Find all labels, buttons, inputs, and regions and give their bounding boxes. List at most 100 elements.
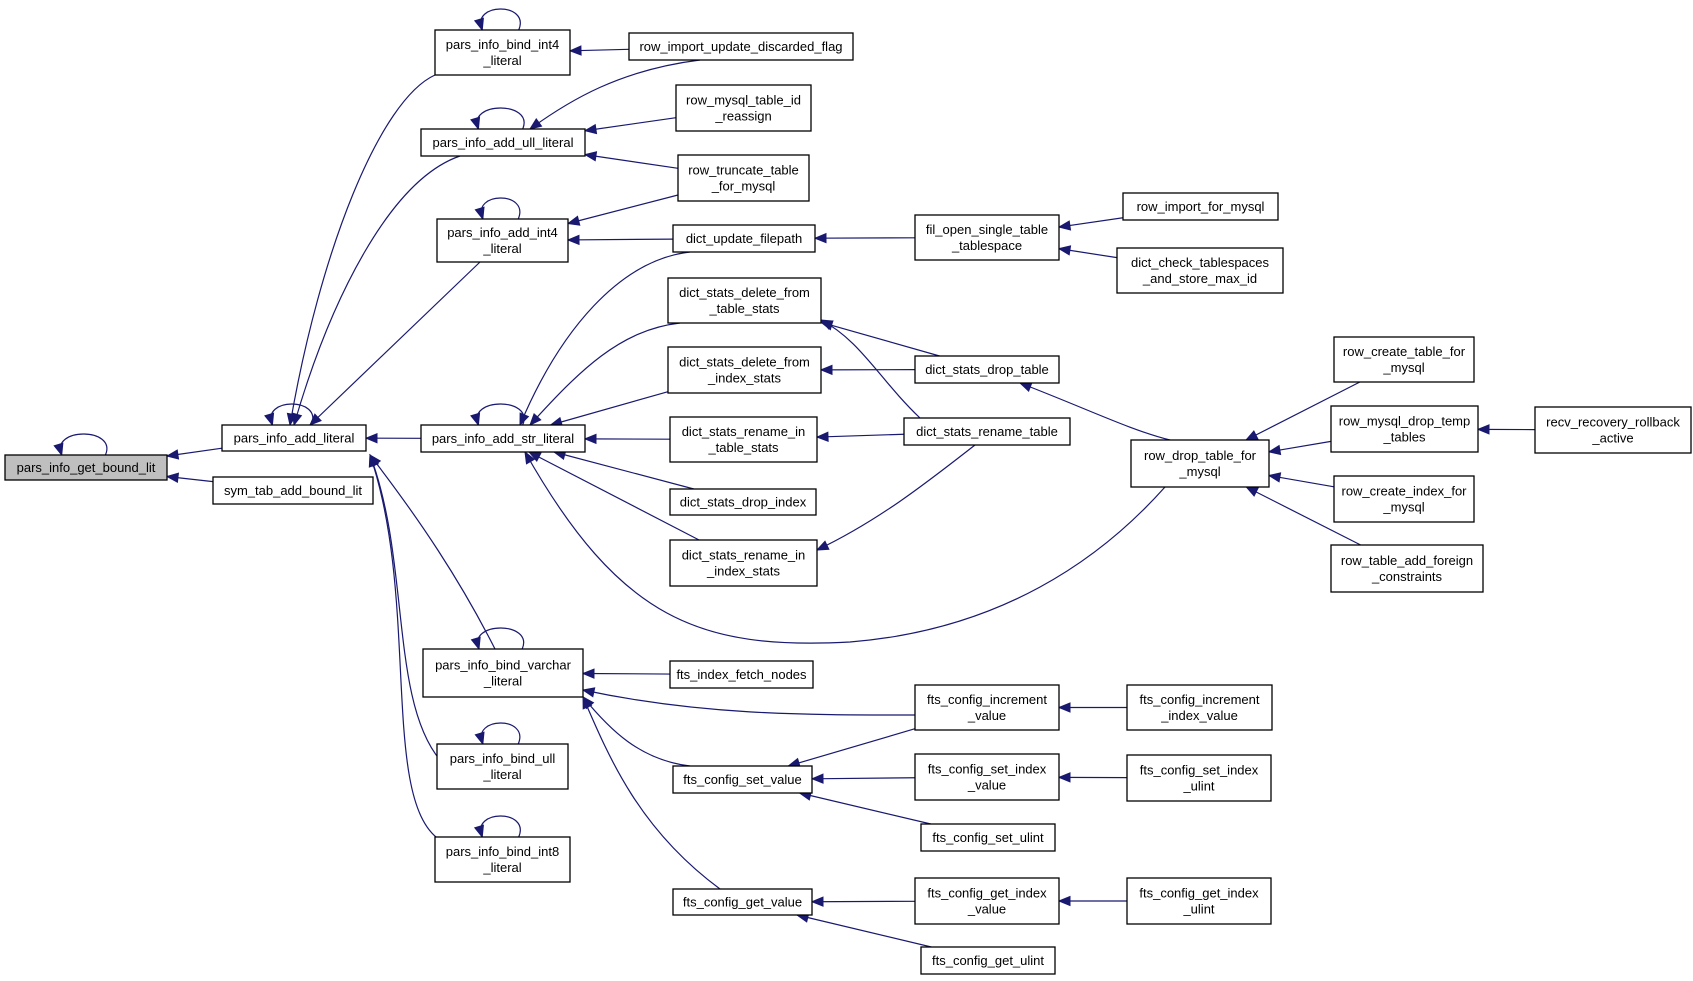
edge-n4-to-n11 [583, 117, 677, 135]
node-row-create-table-for-mysql[interactable]: row_create_table_for_mysql [1333, 336, 1475, 383]
edge-n6-to-n15 [549, 391, 669, 427]
node-label: _value [967, 708, 1006, 723]
node-sym-tab-add-bound-lit[interactable]: sym_tab_add_bound_lit [212, 476, 374, 505]
node-label: row_truncate_table [688, 163, 799, 178]
node-fts-config-get-index-value[interactable]: fts_config_get_index_value [914, 877, 1060, 925]
edge-n20-to-n27 [798, 790, 931, 825]
node-fts-config-get-ulint[interactable]: fts_config_get_ulint [920, 946, 1056, 975]
node-label: _reassign [714, 109, 771, 124]
edge-n8-to-n8 [474, 722, 521, 746]
node-pars-info-add-ull-literal[interactable]: pars_info_add_ull_literal [420, 128, 586, 157]
node-label: dict_stats_rename_table [916, 424, 1058, 439]
edge-n6-to-n13 [519, 251, 691, 427]
node-label: _and_store_max_id [1142, 271, 1257, 286]
node-label: _literal [483, 674, 522, 689]
node-fil-open-single-table-tablespace[interactable]: fil_open_single_table_tablespace [914, 214, 1060, 261]
edge-n6-to-n6 [470, 403, 525, 427]
edge-n1-to-n6 [364, 432, 422, 444]
node-label: _tablespace [951, 238, 1022, 253]
node-label: sym_tab_add_bound_lit [224, 483, 362, 498]
node-label: row_import_update_discarded_flag [639, 39, 842, 54]
node-fts-config-increment-index-value[interactable]: fts_config_increment_index_value [1126, 684, 1273, 731]
node-label: dict_check_tablespaces [1131, 255, 1270, 270]
edge-n9-to-n9 [473, 815, 521, 839]
edge-n13-to-n22 [813, 232, 916, 244]
node-label: _mysql [1382, 500, 1424, 515]
node-label: _ulint [1182, 902, 1214, 917]
node-label: pars_info_bind_int4 [446, 37, 559, 52]
edge-n1-to-n8 [369, 453, 441, 761]
node-label: _literal [482, 53, 521, 68]
node-fts-index-fetch-nodes[interactable]: fts_index_fetch_nodes [669, 660, 814, 689]
edge-n3-to-n10 [568, 45, 630, 56]
node-row-mysql-table-id-reassign[interactable]: row_mysql_table_id_reassign [675, 84, 812, 132]
node-fts-config-increment-value[interactable]: fts_config_increment_value [914, 684, 1060, 731]
node-fts-config-get-value[interactable]: fts_config_get_value [672, 888, 813, 916]
node-pars-info-add-int4-literal[interactable]: pars_info_add_int4_literal [436, 218, 569, 263]
edge-n7-to-n19 [581, 668, 671, 679]
node-pars-info-add-str-literal[interactable]: pars_info_add_str_literal [420, 424, 586, 453]
node-label: row_create_index_for [1341, 484, 1467, 499]
edge-n1-to-n7 [369, 453, 496, 650]
node-label: fil_open_single_table [926, 222, 1048, 237]
node-label: _mysql [1178, 464, 1220, 479]
node-pars-info-get-bound-lit[interactable]: pars_info_get_bound_lit [4, 454, 168, 481]
node-dict-stats-rename-in-index-stats[interactable]: dict_stats_rename_in_index_stats [669, 539, 818, 587]
node-dict-stats-rename-in-table-stats[interactable]: dict_stats_rename_in_table_stats [669, 416, 818, 463]
node-label: fts_index_fetch_nodes [676, 667, 807, 682]
node-label: _tables [1383, 430, 1426, 445]
node-dict-update-filepath[interactable]: dict_update_filepath [672, 224, 816, 253]
node-recv-recovery-rollback-active[interactable]: recv_recovery_rollback_active [1534, 406, 1692, 454]
node-label: pars_info_bind_ull [450, 751, 556, 766]
edge-n15-to-n23 [819, 364, 916, 376]
node-label: pars_info_add_str_literal [432, 431, 574, 446]
edge-n7-to-n21 [582, 695, 721, 890]
node-label: row_mysql_table_id [686, 93, 801, 108]
node-row-mysql-drop-temp-tables[interactable]: row_mysql_drop_temp_tables [1330, 405, 1479, 453]
node-row-table-add-foreign-constraints[interactable]: row_table_add_foreign_constraints [1330, 544, 1484, 593]
node-label: pars_info_bind_int8 [446, 844, 559, 859]
node-dict-stats-delete-from-table-stats[interactable]: dict_stats_delete_from_table_stats [667, 277, 822, 324]
node-dict-stats-rename-table[interactable]: dict_stats_rename_table [903, 417, 1071, 446]
edge-n7-to-n20 [582, 695, 691, 767]
node-dict-stats-drop-index[interactable]: dict_stats_drop_index [669, 488, 817, 516]
node-fts-config-get-index-ulint[interactable]: fts_config_get_index_ulint [1126, 877, 1272, 925]
node-label: _value [967, 902, 1006, 917]
node-fts-config-set-index-value[interactable]: fts_config_set_index_value [914, 753, 1060, 801]
node-row-truncate-table-for-mysql[interactable]: row_truncate_table_for_mysql [677, 154, 810, 202]
node-pars-info-bind-ull-literal[interactable]: pars_info_bind_ull_literal [436, 743, 569, 790]
node-fts-config-set-index-ulint[interactable]: fts_config_set_index_ulint [1126, 754, 1272, 802]
node-dict-stats-delete-from-index-stats[interactable]: dict_stats_delete_from_index_stats [667, 346, 822, 394]
node-pars-info-bind-varchar-literal[interactable]: pars_info_bind_varchar_literal [422, 648, 584, 698]
node-row-create-index-for-mysql[interactable]: row_create_index_for_mysql [1333, 475, 1475, 523]
edge-n26-to-n34 [1057, 772, 1128, 783]
node-label: dict_stats_rename_in [682, 548, 806, 563]
edge-n6-to-n14 [529, 322, 681, 426]
edge-n32-to-n37 [1267, 440, 1332, 456]
node-dict-check-tablespaces-and-store-max-id[interactable]: dict_check_tablespaces_and_store_max_id [1116, 247, 1284, 294]
node-label: _index_value [1160, 708, 1238, 723]
node-label: fts_config_set_ulint [932, 830, 1044, 845]
node-label: _mysql [1382, 360, 1424, 375]
node-fts-config-set-value[interactable]: fts_config_set_value [672, 765, 813, 794]
edge-n25-to-n33 [1057, 702, 1127, 713]
node-row-import-update-discarded-flag[interactable]: row_import_update_discarded_flag [628, 32, 854, 61]
node-row-drop-table-for-mysql[interactable]: row_drop_table_for_mysql [1130, 439, 1270, 488]
node-row-import-for-mysql[interactable]: row_import_for_mysql [1122, 192, 1279, 221]
node-label: fts_config_increment [927, 692, 1047, 707]
node-label: recv_recovery_rollback [1546, 415, 1680, 430]
node-label: row_import_for_mysql [1137, 199, 1265, 214]
node-dict-stats-drop-table[interactable]: dict_stats_drop_table [914, 355, 1060, 384]
edge-n1-to-n1 [264, 403, 314, 427]
edge-n16-to-n24 [815, 431, 905, 442]
edge-n20-to-n26 [810, 773, 916, 784]
node-pars-info-add-literal[interactable]: pars_info_add_literal [221, 424, 367, 452]
node-pars-info-bind-int4-literal[interactable]: pars_info_bind_int4_literal [434, 29, 571, 76]
node-label: _index_stats [706, 564, 780, 579]
node-fts-config-set-ulint[interactable]: fts_config_set_ulint [920, 823, 1056, 852]
edge-n4-to-n10 [528, 59, 701, 130]
edge-n20-to-n25 [787, 728, 916, 768]
edge-n18-to-n24 [815, 444, 976, 551]
edge-n0-to-n2 [165, 472, 214, 483]
node-pars-info-bind-int8-literal[interactable]: pars_info_bind_int8_literal [434, 836, 571, 883]
